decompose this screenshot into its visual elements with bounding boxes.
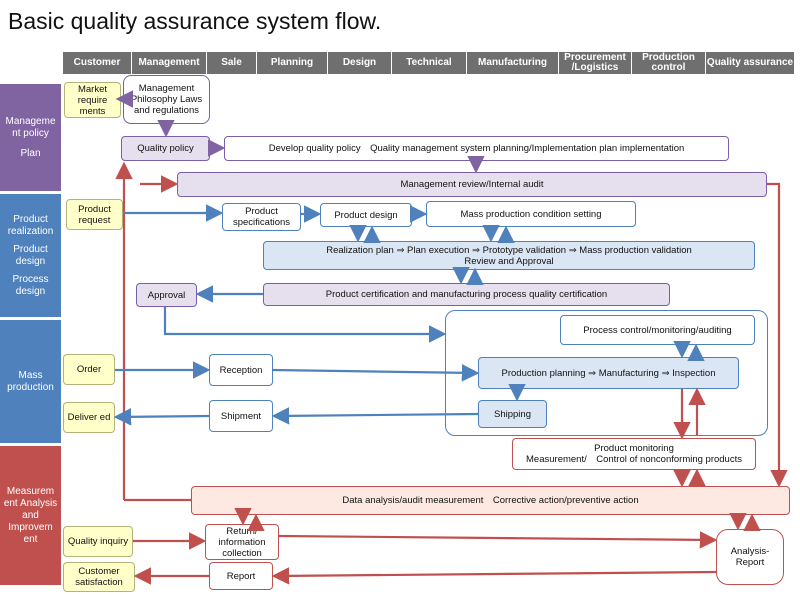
product-design-box: Product design: [320, 203, 412, 227]
band-label: Product design: [13, 243, 48, 267]
review-approval-text: Review and Approval: [464, 255, 554, 267]
column-header-sale: Sale: [207, 52, 257, 74]
product-specifications-box: Product specifications: [222, 203, 301, 231]
column-header-planning: Planning: [257, 52, 328, 74]
column-header-technical: Technical: [392, 52, 467, 74]
management-philosophy-box: Management Philosophy Laws and regulatio…: [123, 75, 210, 124]
mass-production-condition-box: Mass production condition setting: [426, 201, 636, 227]
return-info-box: Return/ information collection: [205, 524, 279, 560]
realization-plan-text: Realization plan ⇒ Plan execution ⇒ Prot…: [326, 244, 692, 256]
product-monitoring-text: Product monitoring: [594, 443, 674, 454]
shipping-box: Shipping: [478, 400, 547, 428]
approval-box: Approval: [136, 283, 197, 307]
arrow-reception-to-planning: [272, 364, 480, 382]
band-product-realization: Product realization Product design Proce…: [0, 194, 61, 317]
nonconforming-text: Measurement/ Control of nonconforming pr…: [526, 454, 742, 465]
product-request-box: Product request: [66, 199, 123, 230]
market-requirements-box: Market require ments: [64, 82, 121, 118]
arrow-report-from-analysis: [271, 567, 717, 585]
shipment-box: Shipment: [209, 400, 273, 432]
band-label: Product realization: [7, 213, 54, 237]
arrow-shipment-to-delivered: [113, 408, 210, 426]
delivered-box: Deliver ed: [63, 402, 115, 433]
band-label: Mass production: [7, 369, 54, 393]
data-analysis-box: Data analysis/audit measurement Correcti…: [191, 486, 790, 515]
band-management-policy: Manageme nt policy Plan: [0, 84, 61, 191]
customer-satisfaction-box: Customer satisfaction: [63, 562, 135, 592]
page-title: Basic quality assurance system flow.: [8, 8, 382, 34]
band-label: Manageme nt policy: [5, 115, 56, 139]
management-review-box: Management review/Internal audit: [177, 172, 767, 197]
product-monitoring-box: Product monitoring Measurement/ Control …: [512, 438, 756, 470]
order-box: Order: [63, 354, 115, 385]
column-header-design: Design: [328, 52, 392, 74]
band-label: Process design: [12, 273, 49, 297]
arrow-review-to-right: [767, 182, 788, 488]
band-measurement: Measurem ent Analysis and Improvem ent: [0, 446, 61, 585]
column-header-customer: Customer: [63, 52, 132, 74]
column-header-management: Management: [132, 52, 207, 74]
arrow-shipping-to-shipment: [271, 407, 479, 425]
band-mass-production: Mass production: [0, 320, 61, 443]
column-header-quality-assurance: Quality assurance: [706, 52, 794, 74]
report-box: Report: [209, 562, 273, 590]
band-label: Measurem ent Analysis and Improvem ent: [3, 485, 58, 545]
column-header-procurement: Procurement /Logistics: [559, 52, 632, 74]
quality-policy-box: Quality policy: [121, 136, 210, 161]
quality-inquiry-box: Quality inquiry: [63, 526, 133, 557]
process-control-box: Process control/monitoring/auditing: [560, 315, 755, 345]
arrow-return-to-report: [278, 531, 718, 549]
reception-box: Reception: [209, 354, 273, 386]
band-label: Plan: [20, 147, 41, 159]
column-header-production-control: Production control: [632, 52, 706, 74]
column-header-manufacturing: Manufacturing: [467, 52, 559, 74]
arrow-approval-to-container: [163, 307, 447, 343]
